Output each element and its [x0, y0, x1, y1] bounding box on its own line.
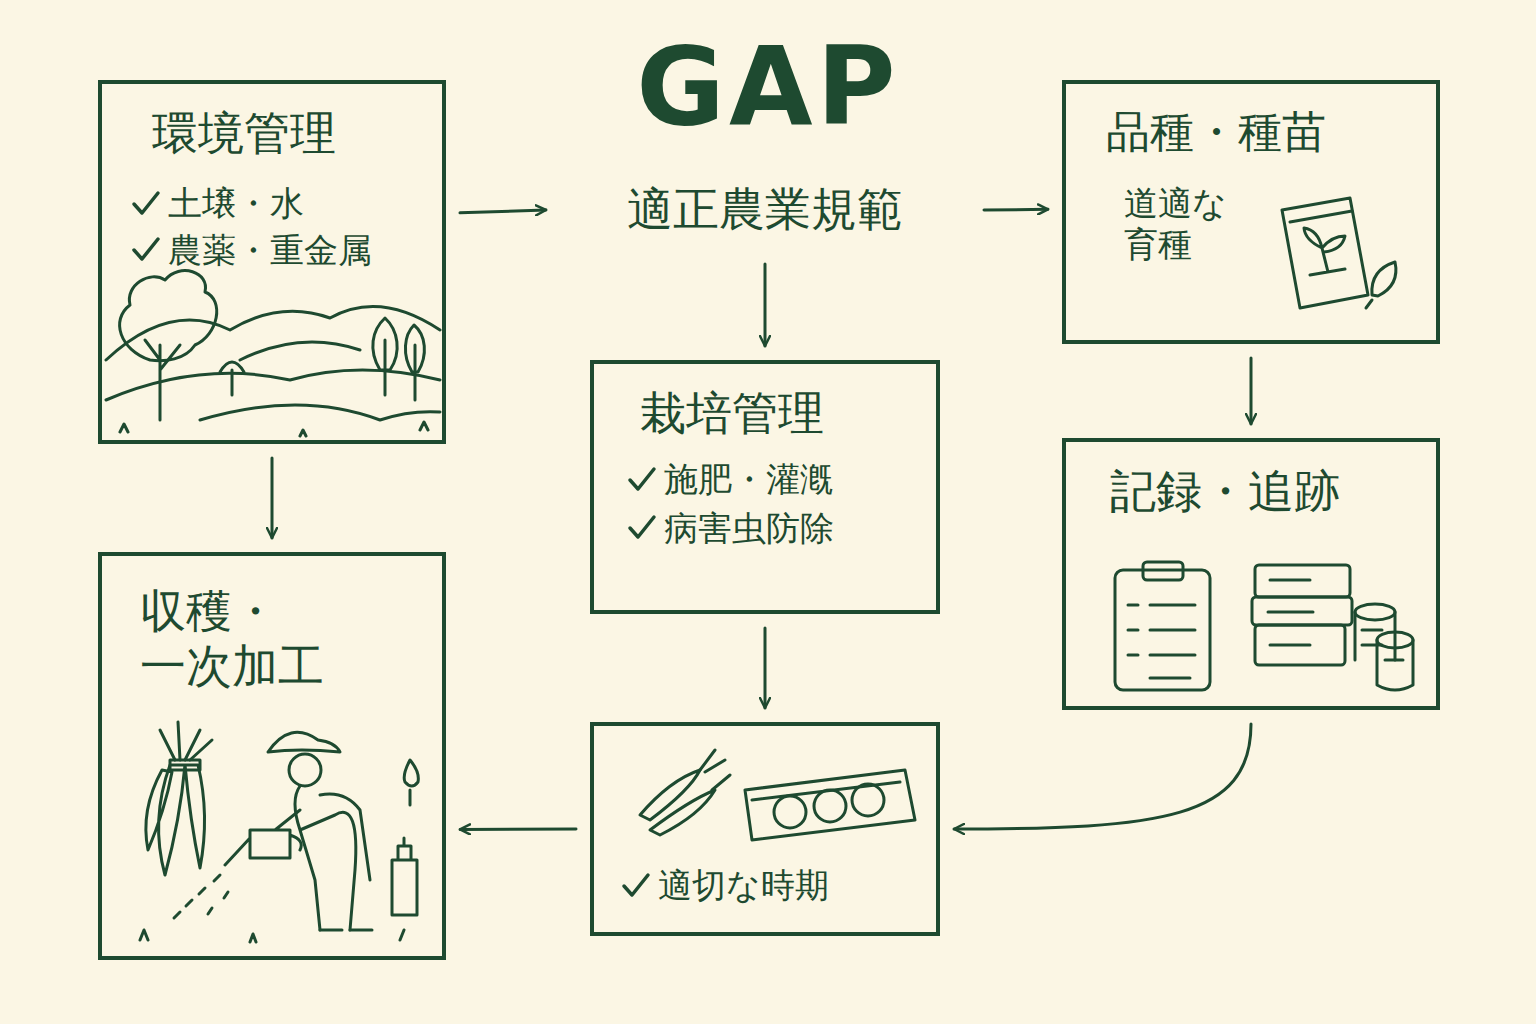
produce-illustration — [640, 750, 915, 840]
label-node: 適正農業規範 — [560, 170, 970, 250]
records-icons — [1115, 562, 1413, 690]
box-item: 土壌・水 — [168, 183, 304, 224]
check-mark — [130, 234, 162, 266]
flow-arrow — [984, 208, 1048, 212]
box-heading: 適正農業規範 — [627, 182, 903, 237]
box-heading: 環境管理 — [152, 106, 432, 161]
box-heading: 品種・種苗 — [1106, 106, 1426, 159]
flow-arrow — [764, 628, 767, 708]
process-box: 栽培管理施肥・灌漑病害虫防除 — [590, 360, 940, 614]
checklist-row: 土壌・水 — [130, 183, 432, 224]
checklist-row: 適切な時期 — [620, 865, 926, 906]
check-mark — [626, 512, 658, 544]
seed-packet-icon — [1282, 198, 1396, 308]
process-box: 品種・種苗道適な 育種 — [1062, 80, 1440, 344]
box-heading: 記録・追跡 — [1110, 464, 1426, 519]
landscape-illustration — [106, 271, 440, 436]
check-mark — [130, 188, 162, 220]
process-box: 適切な時期 — [590, 722, 940, 936]
checklist-row: 農薬・重金属 — [130, 230, 432, 271]
box-item: 農薬・重金属 — [168, 230, 372, 271]
flow-arrow — [764, 264, 767, 346]
box-item: 施肥・灌漑 — [664, 459, 834, 500]
flow-arrow — [460, 828, 576, 831]
checklist-row: 病害虫防除 — [626, 508, 926, 549]
box-item: 病害虫防除 — [664, 508, 834, 549]
process-box: 記録・追跡 — [1062, 438, 1440, 710]
process-box: 収穫・ 一次加工 — [98, 552, 446, 960]
flow-arrow — [271, 458, 274, 538]
flow-arrow — [954, 724, 1251, 829]
check-mark — [620, 870, 652, 902]
box-heading: 栽培管理 — [640, 386, 926, 441]
box-item: 道適な 育種 — [1124, 183, 1240, 265]
box-heading: 適切な時期 — [658, 865, 829, 906]
process-box: 環境管理土壌・水農薬・重金属 — [98, 80, 446, 444]
checklist-row: 施肥・灌漑 — [626, 459, 926, 500]
check-mark — [626, 464, 658, 496]
flow-arrow — [1250, 358, 1253, 424]
farmer-illustration — [140, 722, 418, 942]
flow-arrow — [460, 210, 546, 213]
box-heading: 収穫・ 一次加工 — [140, 584, 338, 694]
